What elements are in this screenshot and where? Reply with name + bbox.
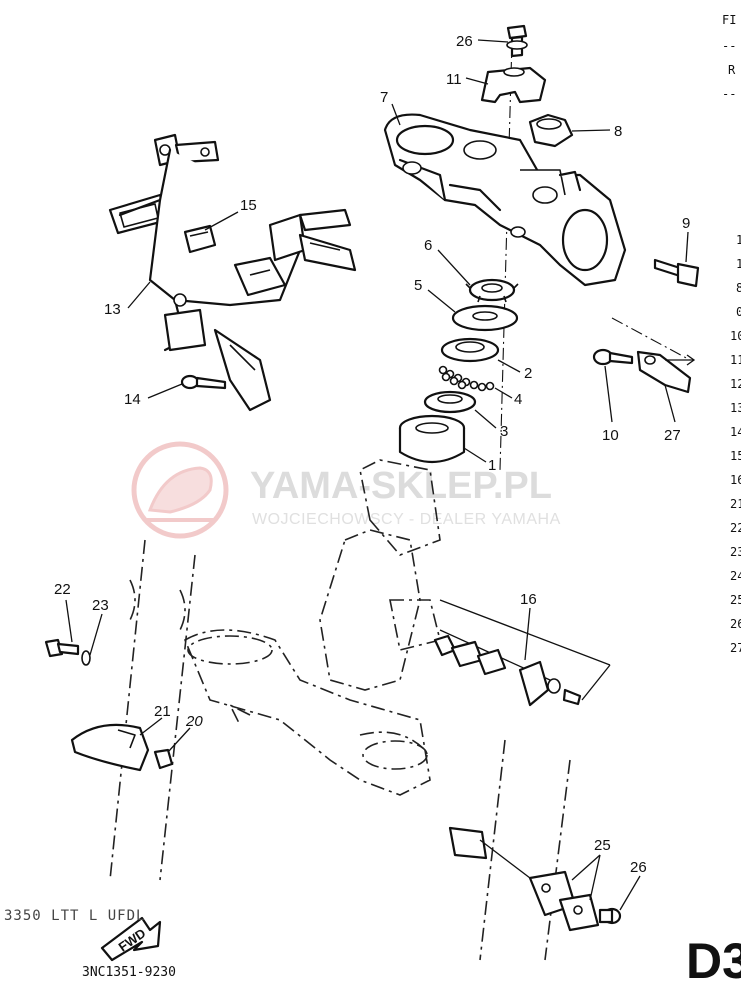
part-14-bolt bbox=[180, 374, 227, 390]
part-7-upper-bracket bbox=[383, 113, 627, 287]
part-9-pinch-bolt bbox=[653, 258, 700, 288]
callout-11: 11 bbox=[446, 71, 462, 88]
part-13-headlight-bracket bbox=[108, 133, 357, 412]
page-id: D3 bbox=[686, 933, 741, 988]
callout-6: 6 bbox=[424, 237, 432, 254]
callout-8: 8 bbox=[614, 123, 622, 140]
svg-text:16: 16 bbox=[730, 473, 741, 487]
part-21-fork-clamp bbox=[70, 723, 150, 772]
part-15-damper bbox=[183, 224, 217, 254]
fork-tubes-ghost bbox=[109, 539, 571, 961]
svg-text:12: 12 bbox=[730, 377, 741, 391]
leader-lines bbox=[65, 39, 689, 911]
part-2-bearing-race bbox=[440, 337, 500, 363]
svg-text:14: 14 bbox=[730, 425, 741, 439]
watermark-logo bbox=[131, 441, 229, 539]
svg-text:1: 1 bbox=[736, 257, 741, 271]
svg-text:8: 8 bbox=[736, 281, 741, 295]
svg-text:15: 15 bbox=[730, 449, 741, 463]
part-3-lower-race bbox=[423, 390, 477, 414]
callout-2: 2 bbox=[524, 365, 532, 382]
callout-9: 9 bbox=[682, 215, 690, 232]
svg-text:24: 24 bbox=[730, 569, 741, 583]
part-8-cap-nut bbox=[528, 113, 574, 148]
callout-20: 20 bbox=[185, 713, 203, 730]
callout-10: 10 bbox=[602, 427, 619, 444]
svg-text:--: -- bbox=[722, 87, 736, 101]
callout-15: 15 bbox=[240, 197, 257, 214]
part-27-cable-guide bbox=[636, 350, 696, 394]
callout-22: 22 bbox=[54, 581, 71, 598]
svg-text:R: R bbox=[728, 63, 736, 77]
part-26-bolt bbox=[598, 907, 622, 925]
part-4-ball-bearings bbox=[438, 365, 495, 392]
callout-21: 21 bbox=[154, 703, 171, 720]
part-10-bolt bbox=[592, 348, 634, 366]
part-22-bolt bbox=[44, 638, 80, 658]
callout-23: 23 bbox=[92, 597, 109, 614]
svg-text:11: 11 bbox=[730, 353, 741, 367]
scan-strip-text: 3350 LTT L UFDL bbox=[4, 908, 145, 924]
fwd-arrow-icon: FWD bbox=[100, 916, 162, 962]
drawing-code: 3NC1351-9230 bbox=[82, 965, 176, 980]
callout-4: 4 bbox=[514, 391, 522, 408]
watermark-title: YAMA-SKLEP.PL bbox=[250, 465, 552, 507]
part-11-clamp-cap bbox=[480, 66, 547, 104]
callout-13: 13 bbox=[104, 301, 121, 318]
part-20-nut bbox=[153, 748, 174, 770]
svg-text:25: 25 bbox=[730, 593, 741, 607]
watermark-subtitle: WOJCIECHOWSCY - DEALER YAMAHA bbox=[252, 511, 561, 528]
callout-16: 16 bbox=[520, 591, 537, 608]
svg-text:22: 22 bbox=[730, 521, 741, 535]
side-index-list: 1 1 8 0 10 11 12 13 14 15 16 21 22 23 24… bbox=[730, 233, 741, 655]
svg-text:10: 10 bbox=[730, 329, 741, 343]
svg-text:23: 23 bbox=[730, 545, 741, 559]
callout-26: 26 bbox=[630, 859, 647, 876]
callout-labels: 26 11 7 8 9 6 5 2 4 3 1 15 13 14 10 27 2… bbox=[54, 33, 690, 876]
callout-27: 27 bbox=[664, 427, 681, 444]
callout-1: 1 bbox=[488, 457, 496, 474]
callout-3: 3 bbox=[500, 423, 508, 440]
side-header: FI -- R -- bbox=[722, 13, 736, 101]
part-23-washer bbox=[81, 650, 91, 666]
part-5-washer bbox=[451, 304, 519, 332]
part-6-ring-nut bbox=[465, 278, 519, 303]
callout-5: 5 bbox=[414, 277, 422, 294]
svg-text:--: -- bbox=[722, 39, 736, 53]
svg-text:0: 0 bbox=[736, 305, 741, 319]
part-1-bearing bbox=[398, 414, 466, 463]
part-16-damper-assembly bbox=[433, 599, 611, 707]
part-25-bracket bbox=[448, 826, 600, 932]
svg-text:21: 21 bbox=[730, 497, 741, 511]
callout-12: 26 bbox=[456, 33, 473, 50]
steering-stem-ghost bbox=[183, 459, 441, 796]
svg-text:27: 27 bbox=[730, 641, 741, 655]
svg-text:13: 13 bbox=[730, 401, 741, 415]
part-12-bolt bbox=[506, 24, 528, 58]
svg-text:FI: FI bbox=[722, 13, 736, 27]
svg-text:1: 1 bbox=[736, 233, 741, 247]
callout-14: 14 bbox=[124, 391, 141, 408]
svg-text:26: 26 bbox=[730, 617, 741, 631]
callout-7: 7 bbox=[380, 89, 388, 106]
callout-25: 25 bbox=[594, 837, 611, 854]
